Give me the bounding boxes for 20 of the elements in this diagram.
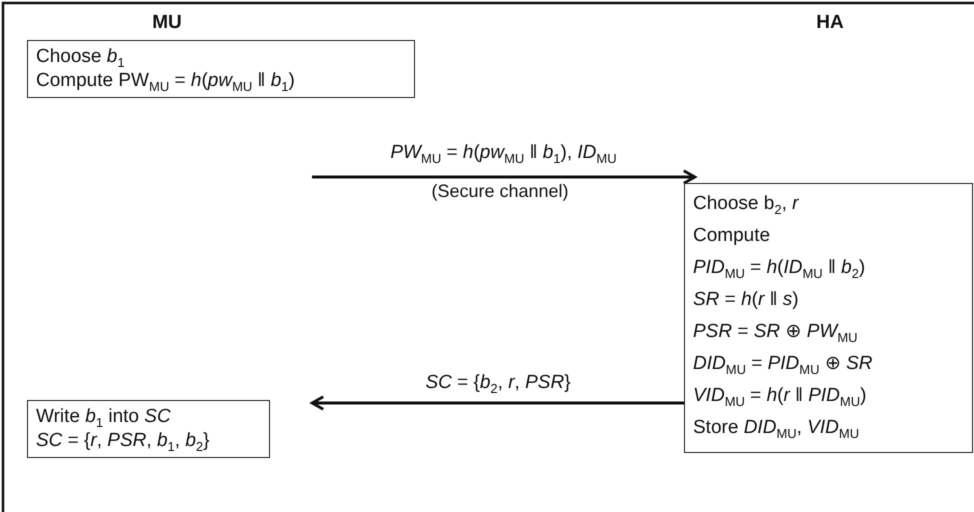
step-text: Choose b$_{2}$, r (693, 192, 800, 219)
step-text: Choose b$_{1}$ (36, 45, 126, 69)
process-box (684, 183, 973, 453)
process-box (27, 400, 270, 458)
step-text: SC = {r, PSR, b$_{1}$, b$_{2}$} (36, 429, 210, 453)
channel-note: (Secure channel) (431, 181, 569, 202)
step-text: VID$_{MU}$ = h(r ‖ PID$_{MU}$) (693, 384, 868, 411)
column-heading: HA (816, 12, 844, 34)
arrow (310, 395, 684, 411)
step-text: Store DID$_{MU}$, VID$_{MU}$ (693, 416, 860, 443)
step-text: PID$_{MU}$ = h(ID$_{MU}$ ‖ b$_{2}$) (693, 256, 866, 283)
column-heading: MU (152, 12, 182, 34)
process-box (27, 40, 415, 98)
step-text: Compute (693, 224, 772, 248)
step-text: Compute PW$_{MU}$ = h(pw$_{MU}$ ‖ b$_{1}$) (36, 69, 296, 93)
step-text: PSR = SR ⊕ PW$_{MU}$ (693, 320, 859, 347)
step-text: Write b$_{1}$ into SC (36, 405, 172, 429)
step-text: DID$_{MU}$ = PID$_{MU}$ ⊕ SR (693, 352, 874, 379)
arrow (312, 169, 696, 185)
step-text: SR = h(r ‖ s) (693, 288, 800, 312)
